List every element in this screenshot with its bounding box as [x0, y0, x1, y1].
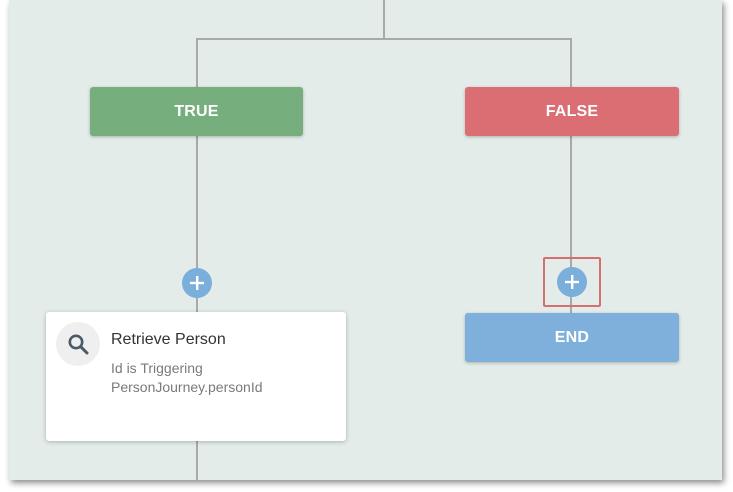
false-branch-label: FALSE [545, 102, 599, 120]
add-step-button-true[interactable] [182, 268, 212, 298]
connector-false-top [570, 38, 572, 88]
connector-true-top [196, 38, 198, 88]
connector-true-bottom [196, 441, 198, 480]
highlight-box [543, 257, 601, 307]
step-description-line: Id is Triggering [111, 360, 203, 376]
flow-canvas: TRUE FALSE Retrieve Person Id is Trigger… [9, 0, 722, 480]
connector-split [196, 38, 572, 40]
false-branch[interactable]: FALSE [465, 87, 679, 136]
step-description-line: PersonJourney.personId [111, 379, 263, 395]
connector-false-main [570, 136, 572, 313]
true-branch-label: TRUE [174, 102, 219, 120]
step-description: Id is Triggering PersonJourney.personId [111, 359, 263, 397]
search-icon [68, 334, 89, 355]
plus-icon [190, 276, 204, 290]
connector-true-main [196, 136, 198, 313]
add-step-button-false[interactable] [557, 267, 587, 297]
plus-icon [565, 275, 579, 289]
true-branch[interactable]: TRUE [90, 87, 303, 136]
end-node-label: END [554, 328, 590, 346]
end-node[interactable]: END [465, 313, 679, 362]
step-title: Retrieve Person [111, 331, 226, 348]
step-icon-container [56, 322, 100, 366]
connector-top [383, 0, 385, 39]
retrieve-person-step[interactable]: Retrieve Person Id is Triggering PersonJ… [46, 312, 346, 441]
